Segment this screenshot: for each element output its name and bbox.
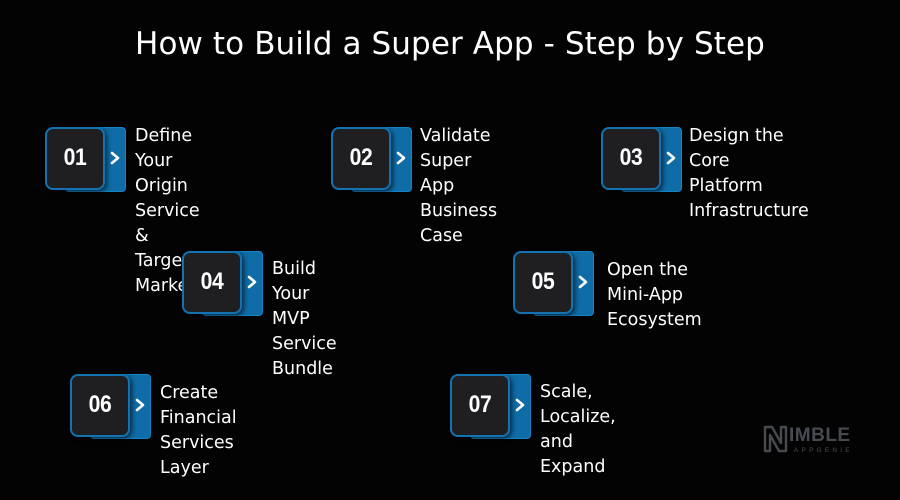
badge-box (513, 251, 573, 314)
logo-wordmark: IMBLE (789, 425, 851, 446)
step-badge: 03 (601, 126, 682, 192)
step-badge: 04 (182, 250, 263, 316)
step-number: 04 (200, 268, 224, 295)
logo-subtitle: APPGENIE (794, 447, 853, 454)
badge-box (70, 374, 130, 437)
step-number: 07 (468, 391, 492, 418)
step-label: Build Your MVP Service Bundle (272, 259, 337, 379)
step-badge: 02 (331, 126, 412, 192)
step-badge: 06 (70, 373, 151, 439)
chevron-right-icon (135, 398, 145, 412)
step-label: Scale, Localize, and Expand (540, 382, 616, 477)
chevron-right-icon (110, 151, 120, 165)
step-number: 01 (63, 144, 87, 171)
step-badge: 05 (513, 250, 594, 316)
step-label: Define Your Origin Service & Target Mark… (135, 126, 200, 296)
step-label: Design the Core Platform Infrastructure (689, 126, 809, 221)
badge-box (331, 127, 391, 190)
step-label: Open the Mini-App Ecosystem (607, 260, 702, 330)
step-number: 02 (349, 144, 373, 171)
chevron-right-icon (578, 275, 588, 289)
step-label: Validate Super App Business Case (420, 126, 498, 246)
step-number: 03 (619, 144, 643, 171)
badge-box (45, 127, 105, 190)
nimble-appgenie-logo: IMBLE APPGENIE (762, 423, 862, 463)
step-badge: 07 (450, 373, 531, 439)
badge-box (601, 127, 661, 190)
badge-box (182, 251, 242, 314)
chevron-right-icon (515, 398, 525, 412)
nimble-n-logo-icon (763, 425, 788, 453)
diagram-title: How to Build a Super App - Step by Step (135, 26, 765, 62)
chevron-right-icon (396, 151, 406, 165)
step-badge: 01 (45, 126, 126, 192)
chevron-right-icon (666, 151, 676, 165)
step-number: 06 (88, 391, 112, 418)
step-label: Create Financial Services Layer (160, 383, 237, 478)
chevron-right-icon (247, 275, 257, 289)
step-number: 05 (531, 268, 555, 295)
badge-box (450, 374, 510, 437)
